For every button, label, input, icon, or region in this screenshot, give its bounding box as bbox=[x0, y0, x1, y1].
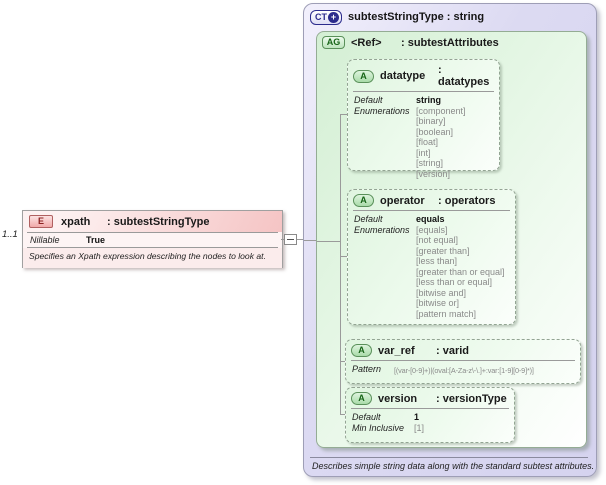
attribute-name: operator bbox=[380, 194, 425, 207]
attribute-name: version bbox=[378, 392, 418, 405]
enumeration-value: [version] bbox=[416, 168, 451, 179]
attributegroup-name: <Ref> bbox=[351, 36, 382, 49]
nillable-row: Nillable True bbox=[23, 233, 282, 247]
separator bbox=[353, 91, 494, 92]
enumerations-label: Enumerations bbox=[354, 224, 410, 235]
connector-line bbox=[340, 114, 347, 115]
enumeration-value: [not equal] bbox=[416, 235, 459, 245]
property-row: Enumerations [equals][not equal][greater… bbox=[354, 225, 509, 320]
enumeration-value: [int] bbox=[416, 147, 431, 158]
complextype-box: CT + subtestStringType : string AG <Ref>… bbox=[303, 3, 597, 477]
enumerations-label: Enumerations bbox=[354, 105, 410, 116]
attribute-type: : varid bbox=[436, 344, 470, 357]
nillable-value: True bbox=[86, 235, 106, 245]
attribute-badge: A bbox=[353, 194, 374, 207]
complextype-annotation: Describes simple string data along with … bbox=[310, 457, 594, 471]
min-inclusive-label: Min Inclusive bbox=[352, 422, 405, 433]
attribute-header[interactable]: A version : versionType bbox=[346, 388, 514, 407]
attribute-header[interactable]: A datatype : datatypes bbox=[348, 60, 499, 90]
attribute-badge: A bbox=[351, 344, 372, 357]
nillable-label: Nillable bbox=[30, 235, 60, 245]
default-label: Default bbox=[354, 95, 383, 105]
enumeration-value: [bitwise or] bbox=[416, 298, 460, 308]
expand-plus-icon[interactable]: + bbox=[328, 11, 339, 23]
attribute-name: datatype bbox=[380, 70, 426, 82]
attribute-properties: Default equals Enumerations [equals][not… bbox=[348, 213, 515, 321]
attribute-badge: A bbox=[353, 69, 374, 83]
element-header[interactable]: E xpath : subtestStringType bbox=[23, 211, 282, 232]
element-type: : subtestStringType bbox=[107, 215, 210, 228]
complextype-title: subtestStringType : string bbox=[348, 11, 485, 23]
attributegroup-badge: AG bbox=[322, 36, 345, 49]
attribute-box-operator[interactable]: A operator : operators Default equals En… bbox=[347, 189, 516, 325]
attributegroup-type: : subtestAttributes bbox=[401, 36, 499, 49]
enumeration-value: [less than or equal] bbox=[416, 277, 493, 287]
attribute-header[interactable]: A var_ref : varid bbox=[346, 340, 580, 359]
connector-line bbox=[340, 114, 341, 415]
separator bbox=[351, 408, 509, 409]
enumeration-value: [greater than] bbox=[416, 245, 470, 256]
connector-line bbox=[340, 414, 345, 415]
attribute-badge: A bbox=[351, 392, 372, 405]
default-value: equals bbox=[416, 214, 445, 224]
enumeration-value: [equals] bbox=[416, 224, 448, 235]
cardinality-label: 1..1 bbox=[2, 229, 18, 240]
enumeration-value: [binary] bbox=[416, 116, 446, 126]
element-name: xpath bbox=[61, 215, 91, 228]
connector-line bbox=[317, 241, 340, 242]
property-row: Default equals bbox=[354, 214, 509, 225]
complextype-header: CT + subtestStringType : string bbox=[310, 8, 484, 26]
property-row: Enumerations [component][binary][boolean… bbox=[354, 106, 493, 180]
complextype-badge-label: CT bbox=[315, 11, 327, 22]
connector-line bbox=[340, 361, 345, 362]
property-row: Pattern [(var-[0-9]+)|(oval:[A-Za-z\-\.]… bbox=[352, 364, 574, 377]
attribute-header[interactable]: A operator : operators bbox=[348, 190, 515, 209]
element-annotation: Specifies an Xpath expression describing… bbox=[23, 248, 282, 268]
enumeration-value: [component] bbox=[416, 105, 466, 116]
pattern-value: [(var-[0-9]+)|(oval:[A-Za-z\-\.]+:var:[1… bbox=[394, 366, 534, 375]
min-inclusive-value: [1] bbox=[414, 422, 425, 433]
default-label: Default bbox=[354, 214, 383, 224]
separator bbox=[27, 247, 278, 248]
attribute-box-datatype[interactable]: A datatype : datatypes Default string En… bbox=[347, 59, 500, 179]
connector-socket[interactable] bbox=[284, 234, 297, 245]
attribute-box-var-ref[interactable]: A var_ref : varid Pattern [(var-[0-9]+)|… bbox=[345, 339, 581, 384]
property-row: Min Inclusive [1] bbox=[352, 423, 508, 434]
separator bbox=[27, 232, 278, 233]
element-box-xpath[interactable]: E xpath : subtestStringType Nillable Tru… bbox=[22, 210, 283, 268]
enumeration-value: [pattern match] bbox=[416, 308, 477, 319]
connector-line bbox=[340, 256, 347, 257]
attribute-properties: Default 1 Min Inclusive [1] bbox=[346, 411, 514, 435]
attribute-type: : operators bbox=[438, 194, 496, 207]
attribute-properties: Default string Enumerations [component][… bbox=[348, 94, 499, 181]
enumeration-value: [greater than or equal] bbox=[416, 266, 505, 277]
enumeration-value: [float] bbox=[416, 137, 439, 147]
complextype-badge: CT + bbox=[310, 9, 342, 25]
enumeration-value: [bitwise and] bbox=[416, 287, 467, 298]
enumeration-value: [less than] bbox=[416, 256, 458, 266]
attribute-box-version[interactable]: A version : versionType Default 1 Min In… bbox=[345, 387, 515, 443]
attribute-type: : versionType bbox=[436, 392, 507, 405]
default-value: string bbox=[416, 95, 442, 105]
enumeration-list: [component][binary][boolean][float][int]… bbox=[416, 106, 466, 180]
property-row: Default string bbox=[354, 95, 493, 106]
attribute-type: : datatypes bbox=[438, 64, 490, 88]
default-label: Default bbox=[352, 412, 381, 422]
separator bbox=[351, 360, 575, 361]
enumeration-value: [string] bbox=[416, 158, 444, 168]
attributegroup-header[interactable]: AG <Ref> : subtestAttributes bbox=[322, 36, 499, 49]
attribute-name: var_ref bbox=[378, 344, 415, 357]
property-row: Default 1 bbox=[352, 412, 508, 423]
element-badge: E bbox=[29, 215, 53, 228]
enumeration-value: [boolean] bbox=[416, 126, 454, 137]
separator bbox=[353, 210, 510, 211]
attribute-properties: Pattern [(var-[0-9]+)|(oval:[A-Za-z\-\.]… bbox=[346, 363, 580, 379]
connector-line bbox=[304, 240, 316, 241]
default-value: 1 bbox=[414, 412, 420, 422]
attributegroup-box: AG <Ref> : subtestAttributes A datatype … bbox=[316, 31, 587, 448]
enumeration-list: [equals][not equal][greater than][less t… bbox=[416, 225, 505, 320]
pattern-label: Pattern bbox=[352, 364, 382, 374]
